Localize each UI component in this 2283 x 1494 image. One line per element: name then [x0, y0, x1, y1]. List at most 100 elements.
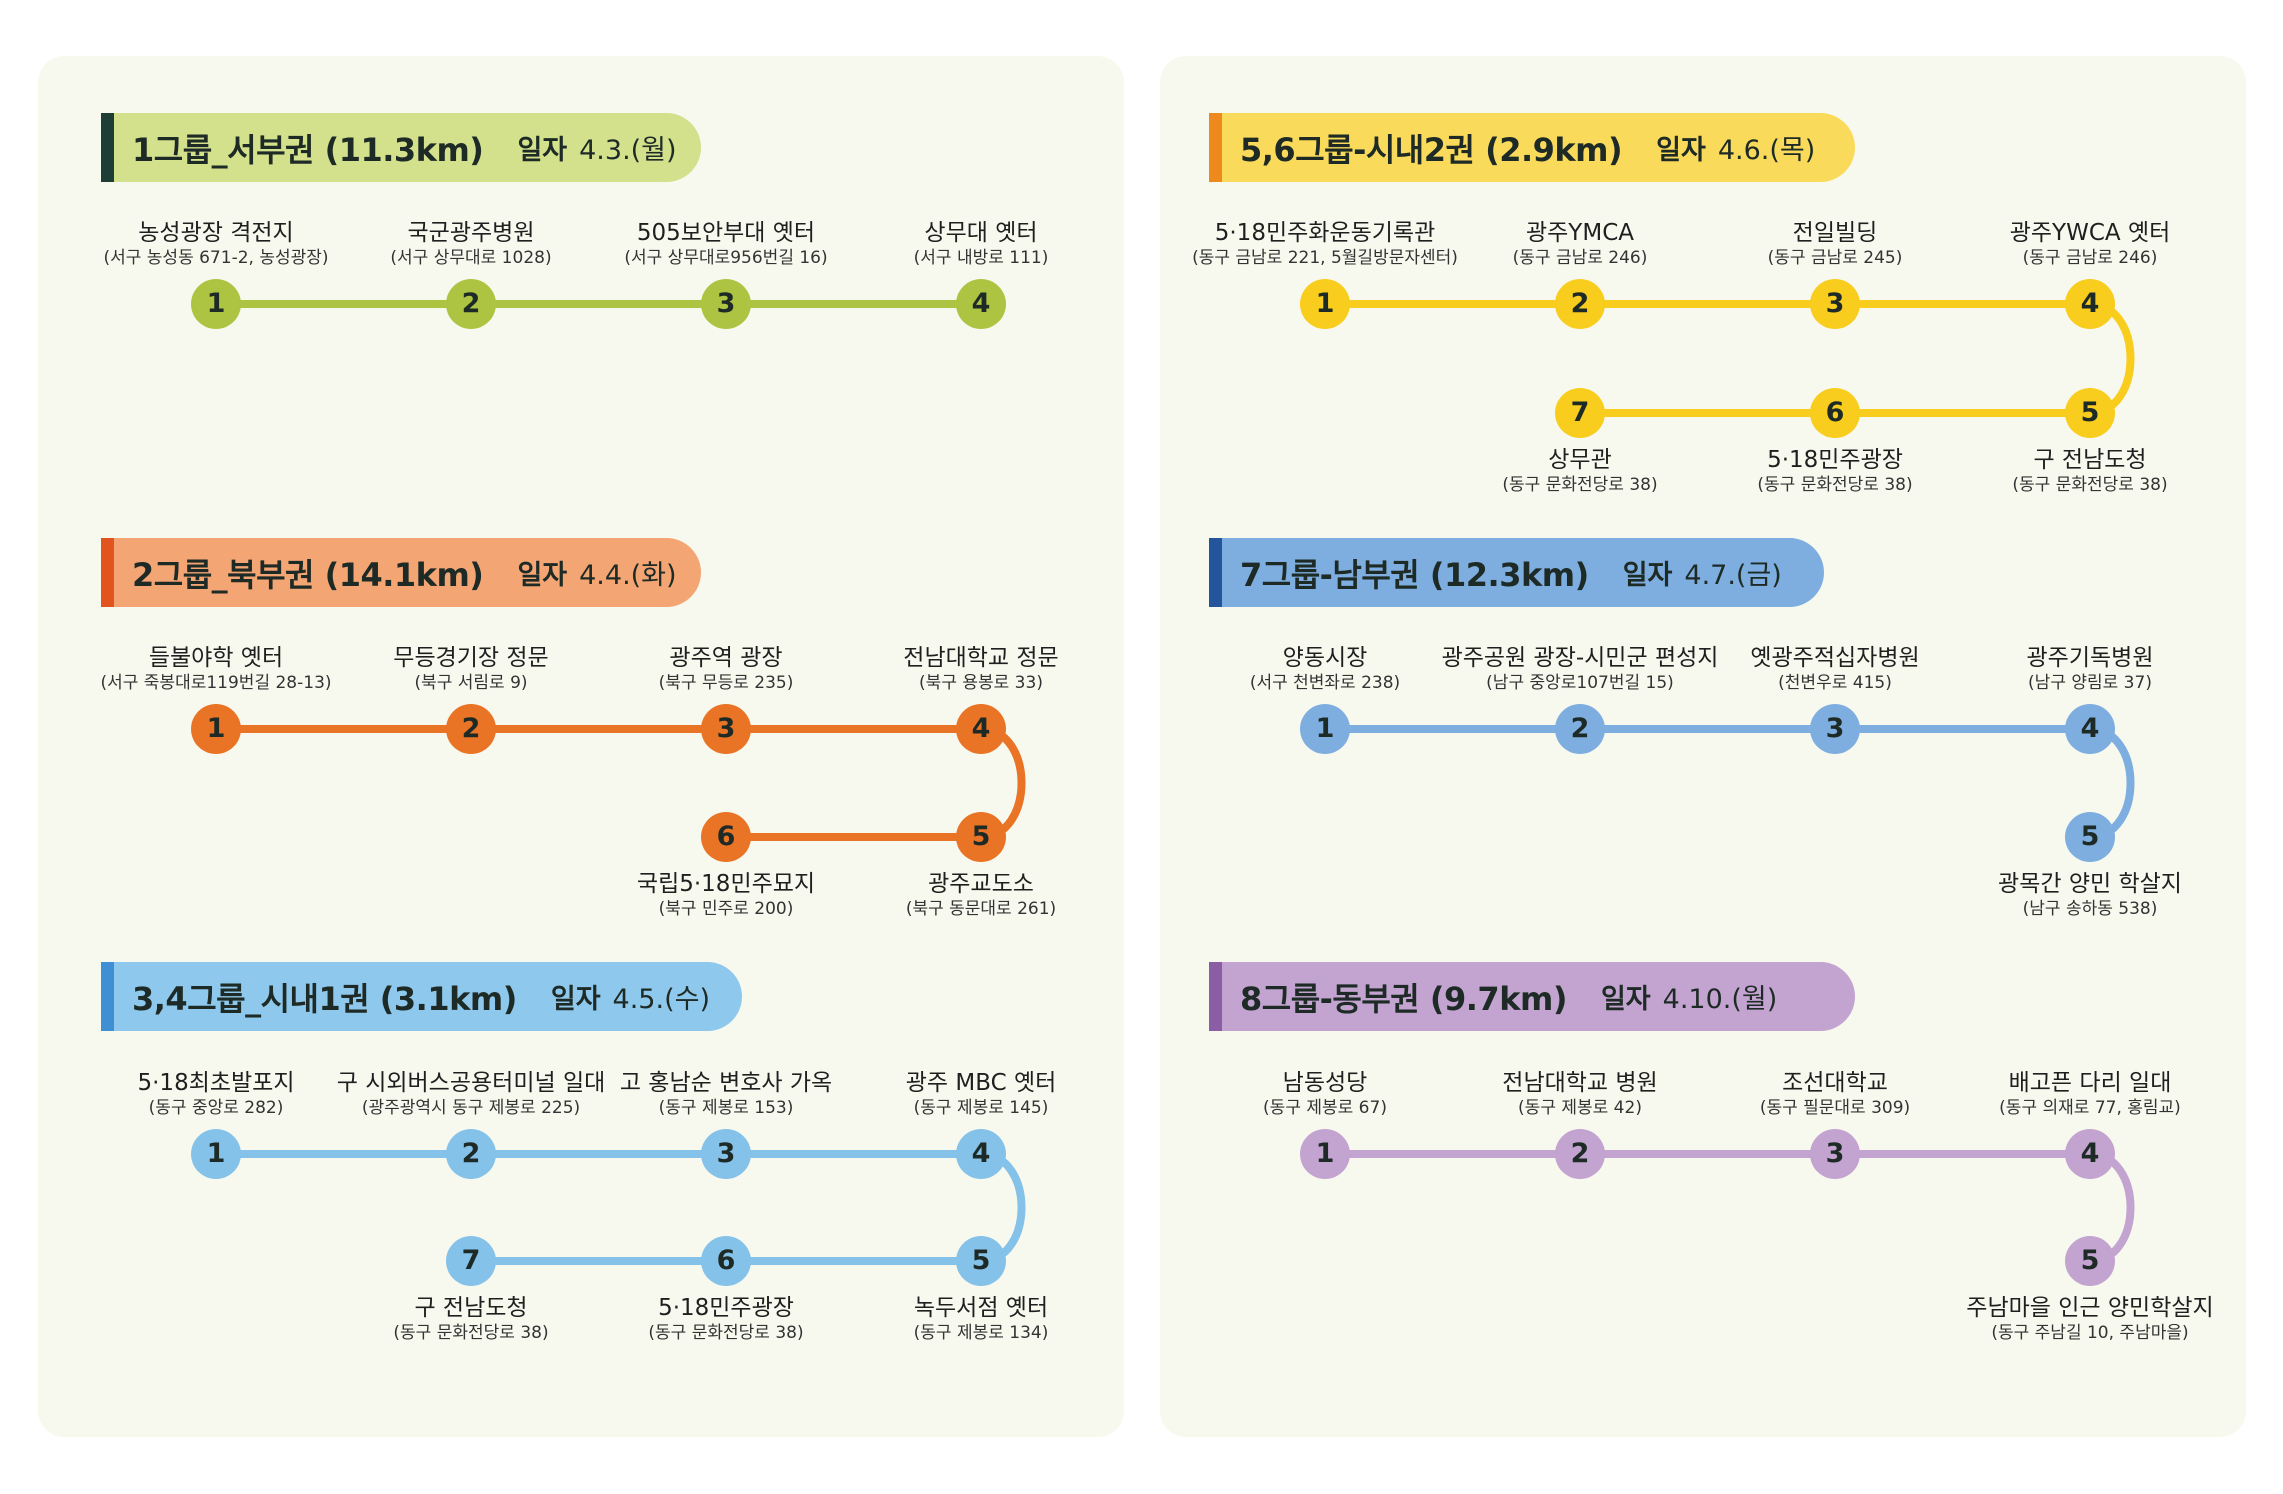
- stop-number: 3: [1825, 1138, 1845, 1169]
- stop-address: (동구 문화전당로 38): [2012, 475, 2168, 495]
- stop-label: 국립5·18민주묘지(북구 민주로 200): [637, 870, 815, 920]
- stop-label: 녹두서점 옛터(동구 제봉로 134): [914, 1294, 1049, 1344]
- stop-address: (남구 양림로 37): [2028, 673, 2152, 693]
- stop-number: 7: [461, 1245, 481, 1276]
- stop-label: 광주YMCA(동구 금남로 246): [1513, 219, 1648, 269]
- stop-address: (북구 무등로 235): [658, 673, 794, 693]
- stop-address: (동구 제봉로 42): [1518, 1098, 1642, 1118]
- stop-number: 1: [206, 1138, 226, 1169]
- stop-name: 전남대학교 정문: [903, 645, 1059, 671]
- stop-number: 5: [971, 1245, 991, 1276]
- stop-name: 광주 MBC 옛터: [905, 1070, 1057, 1096]
- stop-address: (남구 송하동 538): [2022, 899, 2158, 919]
- stop-label: 주남마을 인근 양민학살지(동구 주남길 10, 주남마을): [1966, 1294, 2213, 1344]
- stop-name: 광주공원 광장-시민군 편성지: [1441, 645, 1719, 671]
- group-title: 5,6그룹-시내2권 (2.9km): [1240, 130, 1623, 169]
- group-header-g3: 3,4그룹_시내1권 (3.1km) 일자 4.5.(수): [101, 962, 742, 1031]
- stop-name: 광주YMCA: [1525, 220, 1635, 246]
- stop-label: 광목간 양민 학살지(남구 송하동 538): [1998, 870, 2182, 920]
- group-header-g6: 8그룹-동부권 (9.7km) 일자 4.10.(월): [1209, 962, 1855, 1031]
- stop-label: 전남대학교 병원(동구 제봉로 42): [1502, 1069, 1657, 1119]
- stop-number: 4: [2080, 1138, 2100, 1169]
- stop-name: 광주역 광장: [669, 645, 783, 671]
- stop-name: 농성광장 격전지: [138, 220, 294, 246]
- stop-label: 5·18최초발포지(동구 중앙로 282): [137, 1069, 294, 1119]
- date-value: 4.5.(수): [612, 984, 710, 1015]
- stop-label: 광주YWCA 옛터(동구 금남로 246): [2010, 219, 2171, 269]
- stop-name: 광주교도소: [928, 871, 1034, 897]
- stop-label: 광주교도소(북구 동문대로 261): [906, 870, 1056, 920]
- group-header-accent: [101, 962, 114, 1031]
- group-title: 3,4그룹_시내1권 (3.1km): [132, 979, 517, 1018]
- stop-number: 6: [716, 1245, 736, 1276]
- stop-address: (북구 용봉로 33): [919, 673, 1043, 693]
- date-label: 일자: [1656, 135, 1706, 166]
- stop-number: 2: [461, 1138, 481, 1169]
- stop-name: 옛광주적십자병원: [1750, 645, 1920, 671]
- stop-number: 4: [971, 288, 991, 319]
- stop-name: 상무관: [1548, 447, 1612, 473]
- stop-address: (남구 중앙로107번길 15): [1486, 673, 1674, 693]
- date-label: 일자: [1622, 560, 1673, 591]
- stop-address: (동구 금남로 246): [1512, 248, 1648, 268]
- stop-number: 4: [2080, 288, 2100, 319]
- stop-name: 광주기독병원: [2026, 645, 2154, 671]
- stop-address: (동구 금남로 245): [1767, 248, 1903, 268]
- stop-name: 505보안부대 옛터: [636, 220, 816, 246]
- stop-address: (동구 제봉로 145): [913, 1098, 1049, 1118]
- stop-address: (서구 농성동 671-2, 농성광장): [103, 248, 329, 268]
- stop-name: 국군광주병원: [407, 220, 535, 246]
- stop-number: 5: [2080, 397, 2100, 428]
- stop-name: 상무대 옛터: [924, 220, 1038, 246]
- stop-address: (천변우로 415): [1778, 673, 1892, 693]
- group-header-g4: 5,6그룹-시내2권 (2.9km) 일자 4.6.(목): [1209, 113, 1855, 182]
- stop-number: 5: [971, 821, 991, 852]
- stop-name: 무등경기장 정문: [393, 645, 549, 671]
- stop-address: (동구 주남길 10, 주남마을): [1991, 1323, 2189, 1343]
- stop-number: 1: [1315, 288, 1335, 319]
- stop-name: 전일빌딩: [1792, 220, 1878, 246]
- group-header-accent: [1209, 962, 1222, 1031]
- stop-number: 5: [2080, 1245, 2100, 1276]
- date-value: 4.7.(금): [1684, 560, 1782, 591]
- stop-address: (동구 금남로 221, 5월길방문자센터): [1192, 248, 1458, 268]
- stop-address: (서구 상무대로956번길 16): [624, 248, 828, 268]
- stop-name: 5·18최초발포지: [137, 1070, 295, 1096]
- stop-name: 남동성당: [1282, 1070, 1368, 1096]
- stop-number: 2: [1570, 1138, 1590, 1169]
- stop-number: 3: [1825, 713, 1845, 744]
- stop-number: 3: [716, 1138, 736, 1169]
- stop-label: 옛광주적십자병원(천변우로 415): [1750, 644, 1919, 694]
- stop-address: (동구 금남로 246): [2022, 248, 2158, 268]
- stop-name: 5·18민주광장: [658, 1295, 794, 1321]
- group-title: 7그룹-남부권 (12.3km): [1240, 555, 1589, 594]
- stop-label: 505보안부대 옛터(서구 상무대로956번길 16): [624, 219, 827, 269]
- stop-name: 5·18민주광장: [1767, 447, 1903, 473]
- date-label: 일자: [550, 984, 601, 1015]
- stop-address: (서구 상무대로 1028): [390, 248, 552, 268]
- group-header-accent: [1209, 538, 1222, 607]
- stop-address: (서구 내방로 111): [913, 248, 1049, 268]
- stop-address: (동구 문화전당로 38): [1502, 475, 1658, 495]
- stop-label: 5·18민주광장(동구 문화전당로 38): [648, 1294, 803, 1344]
- stop-label: 구 전남도청(동구 문화전당로 38): [2012, 446, 2167, 496]
- stop-number: 2: [1570, 713, 1590, 744]
- stop-label: 상무관(동구 문화전당로 38): [1502, 446, 1657, 496]
- stop-number: 1: [206, 288, 226, 319]
- group-header-g5: 7그룹-남부권 (12.3km) 일자 4.7.(금): [1209, 538, 1824, 607]
- stop-label: 상무대 옛터(서구 내방로 111): [914, 219, 1049, 269]
- stop-number: 4: [971, 713, 991, 744]
- stop-number: 4: [2080, 713, 2100, 744]
- stop-number: 3: [716, 288, 736, 319]
- stop-name: 광목간 양민 학살지: [1998, 871, 2182, 897]
- stop-label: 조선대학교(동구 필문대로 309): [1760, 1069, 1910, 1119]
- date-label: 일자: [517, 135, 568, 166]
- stop-number: 1: [1315, 1138, 1335, 1169]
- stop-name: 조선대학교: [1782, 1070, 1888, 1096]
- stop-name: 5·18민주화운동기록관: [1214, 220, 1436, 246]
- group-title: 8그룹-동부권 (9.7km): [1240, 979, 1567, 1018]
- stop-name: 구 시외버스공용터미널 일대: [336, 1070, 606, 1096]
- stop-label: 고 홍남순 변호사 가옥(동구 제봉로 153): [620, 1069, 832, 1119]
- stop-label: 무등경기장 정문(북구 서림로 9): [393, 644, 548, 694]
- stop-name: 녹두서점 옛터: [913, 1295, 1049, 1321]
